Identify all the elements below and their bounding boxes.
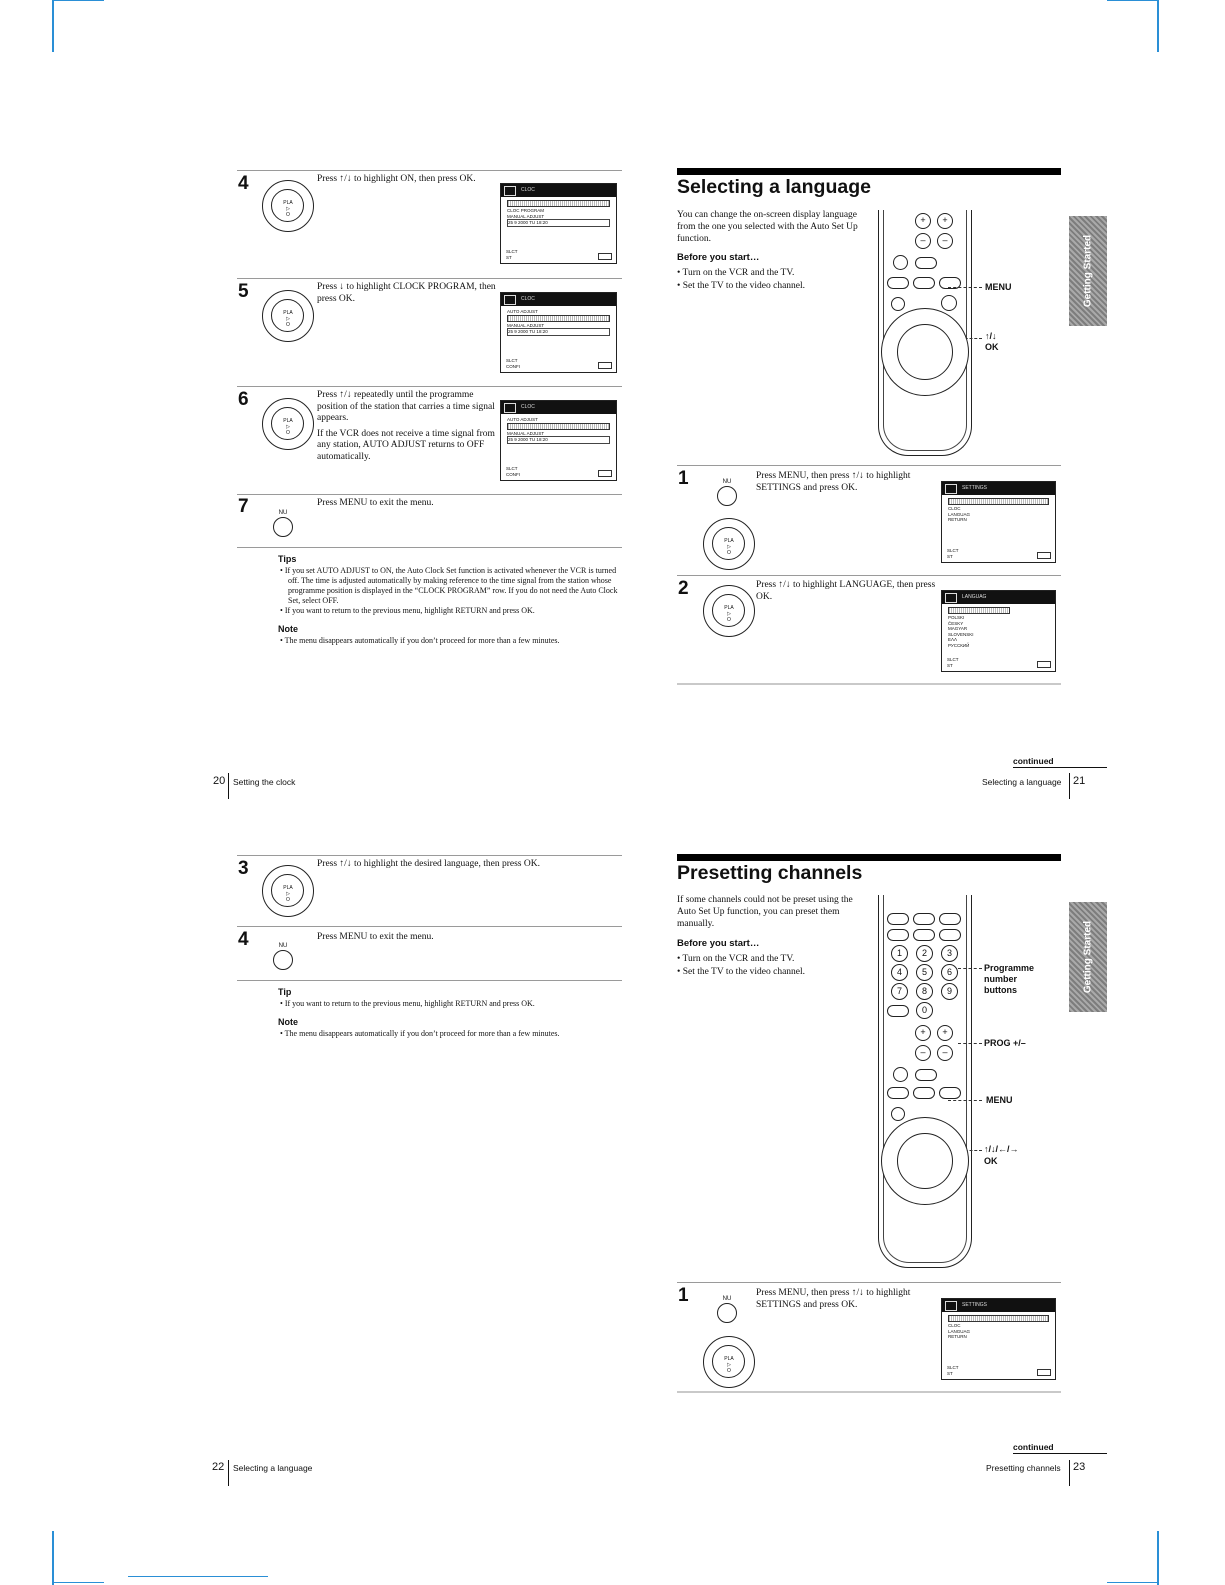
osd-screen: CLOC AUTO ADJUST MANUAL ADJUST 25 9 2000… (500, 400, 617, 481)
getting-started-tab: Getting Started (1069, 216, 1107, 326)
footer-divider (228, 1460, 229, 1486)
remote-label-ok: OK (984, 1156, 998, 1166)
crop-mark (1107, 1582, 1159, 1583)
remote-control-illustration: + – + – (878, 210, 972, 456)
page-number: 23 (1073, 1461, 1086, 1473)
osd-screen: LANGUAG POLSKI ČESKY MAGYAR SLOVENSKI ΕΛ… (941, 590, 1056, 672)
step-number: 2 (678, 578, 689, 599)
before-you-start-list: Turn on the VCR and the TV. Set the TV t… (677, 267, 867, 293)
crop-mark (1157, 0, 1159, 52)
crop-mark (128, 1576, 268, 1577)
before-you-start-label: Before you start… (677, 252, 760, 263)
remote-label-menu: MENU (985, 282, 1012, 292)
page-number: 21 (1073, 775, 1086, 787)
step-text: Press ↑/↓ to highlight the desired langu… (317, 859, 540, 869)
step-text: Press MENU, then press ↑/↓ to highlight … (756, 471, 911, 493)
osd-screen: CLOC CLOC PROGRAM MANUAL ADJUST 25 9 200… (500, 183, 617, 264)
remote-label-menu: MENU (986, 1095, 1013, 1105)
intro-text: If some channels could not be preset usi… (677, 895, 853, 929)
menu-button-icon: NU (272, 510, 294, 537)
remote-label-ok: OK (985, 342, 999, 352)
crop-mark (52, 1531, 54, 1585)
getting-started-tab: Getting Started (1069, 902, 1107, 1012)
footer-divider (1069, 1460, 1070, 1486)
dial-button-icon: PLA▷O (703, 585, 755, 637)
footer-title: Setting the clock (233, 777, 296, 787)
crop-mark (52, 0, 104, 1)
step-text: Press ↑/↓ to highlight ON, then press OK… (317, 174, 476, 184)
osd-screen: CLOC AUTO ADJUST MANUAL ADJUST 25 9 2000… (500, 292, 617, 373)
step-text: Press ↑/↓ to highlight LANGUAGE, then pr… (756, 580, 936, 602)
tips-block: Tips If you set AUTO ADJUST to ON, the A… (278, 554, 623, 654)
before-you-start-label: Before you start… (677, 938, 760, 949)
step-text: Press MENU to exit the menu. (317, 498, 434, 508)
tips-block: Tip If you want to return to the previou… (278, 987, 623, 1047)
step-number: 4 (238, 173, 249, 194)
page-number: 22 (212, 1461, 225, 1473)
menu-button-icon: NU (716, 479, 738, 506)
footer-title: Selecting a language (982, 777, 1062, 787)
section-title: Presetting channels (677, 862, 863, 884)
dial-button-icon: PLA▷O (262, 290, 314, 342)
dial-button-icon: PLA▷O (703, 518, 755, 570)
crop-mark (1107, 0, 1159, 1)
remote-label-programme-buttons: Programme number buttons (984, 963, 1035, 995)
page-number: 20 (213, 775, 226, 787)
step-number: 1 (678, 468, 689, 489)
continued-label: continued (1013, 756, 1054, 766)
before-you-start-list: Turn on the VCR and the TV. Set the TV t… (677, 953, 867, 979)
continued-label: continued (1013, 1442, 1054, 1452)
step-number: 3 (238, 858, 249, 879)
crop-mark (1157, 1531, 1159, 1585)
crop-mark (52, 0, 54, 52)
footer-title: Selecting a language (233, 1463, 313, 1473)
step-text: Press MENU to exit the menu. (317, 932, 434, 942)
remote-label-arrows: ↑/↓/←/→ (984, 1144, 1019, 1154)
remote-label-arrows: ↑/↓ (985, 331, 997, 341)
menu-button-icon: NU (272, 943, 294, 970)
dial-button-icon: PLA▷O (703, 1336, 755, 1388)
footer-divider (1069, 773, 1070, 799)
footer-divider (228, 773, 229, 799)
step-text: Press MENU, then press ↑/↓ to highlight … (756, 1288, 911, 1310)
footer-title: Presetting channels (986, 1463, 1061, 1473)
remote-control-illustration: 1 2 3 4 5 6 7 8 9 0 + – + – (878, 895, 972, 1268)
dial-button-icon: PLA▷O (262, 180, 314, 232)
step-text: Press ↑/↓ repeatedly until the programme… (317, 390, 495, 462)
crop-mark (52, 1582, 104, 1583)
section-title: Selecting a language (677, 176, 871, 198)
intro-text: You can change the on-screen display lan… (677, 210, 858, 244)
step-number: 6 (238, 389, 249, 410)
step-number: 7 (238, 496, 249, 517)
dial-button-icon: PLA▷O (262, 398, 314, 450)
menu-button-icon: NU (716, 1296, 738, 1323)
step-text: Press ↓ to highlight CLOCK PROGRAM, then… (317, 282, 496, 304)
step-number: 5 (238, 281, 249, 302)
step-number: 1 (678, 1285, 689, 1306)
dial-button-icon: PLA▷O (262, 865, 314, 917)
remote-label-prog: PROG +/– (984, 1038, 1026, 1048)
step-number: 4 (238, 929, 249, 950)
